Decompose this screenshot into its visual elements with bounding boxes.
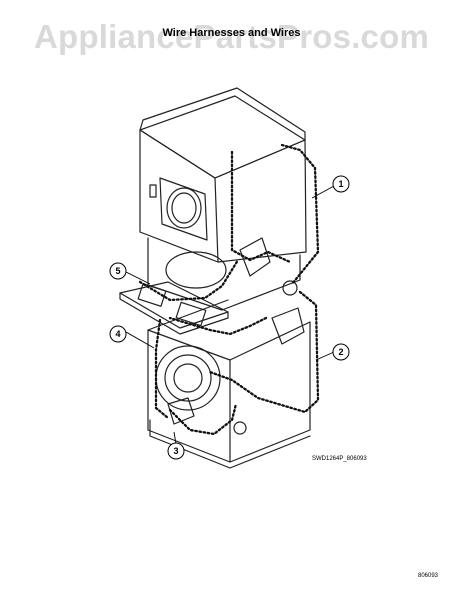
dryer-side <box>214 139 307 263</box>
callout-2-label: 2 <box>338 347 343 357</box>
washer-door-window <box>164 354 212 402</box>
control-board-left <box>137 283 167 307</box>
harness-5-route <box>138 258 240 302</box>
harness-3-route <box>168 402 238 436</box>
callout-3-label: 3 <box>173 446 178 456</box>
callout-5-label: 5 <box>115 266 120 276</box>
pump-component <box>167 397 195 425</box>
diagram-title: Wire Harnesses and Wires <box>162 27 301 39</box>
callout-1-label: 1 <box>338 179 343 189</box>
dryer-door-window <box>166 187 202 229</box>
washer-side <box>229 321 311 463</box>
page-code: 806093 <box>418 573 439 579</box>
dryer-control-console <box>139 87 306 141</box>
callout-4: 4 <box>109 325 127 343</box>
motor-component <box>239 237 271 277</box>
callout-5: 5 <box>109 262 127 280</box>
dryer-drum-section <box>147 237 301 311</box>
site-watermark: AppliancePartsPros.com <box>33 18 430 55</box>
callout-4-label: 4 <box>115 329 120 339</box>
callout-2: 2 <box>332 343 350 361</box>
control-panel <box>119 281 229 329</box>
harness-4-route <box>154 318 170 420</box>
control-board-right <box>175 301 207 327</box>
callout-1: 1 <box>332 175 350 193</box>
harness-2-route <box>208 290 320 414</box>
dryer-front <box>139 129 219 263</box>
valve-component <box>271 307 305 345</box>
dryer-drum <box>165 251 227 289</box>
washer-base <box>149 419 311 469</box>
figure-code: SWD1264P_806093 <box>312 456 367 462</box>
washer-front <box>147 329 231 463</box>
washer-door-ring <box>155 345 221 411</box>
harness-1-route <box>280 143 320 286</box>
dryer-top-panel <box>139 95 306 179</box>
callout-3: 3 <box>167 442 185 460</box>
